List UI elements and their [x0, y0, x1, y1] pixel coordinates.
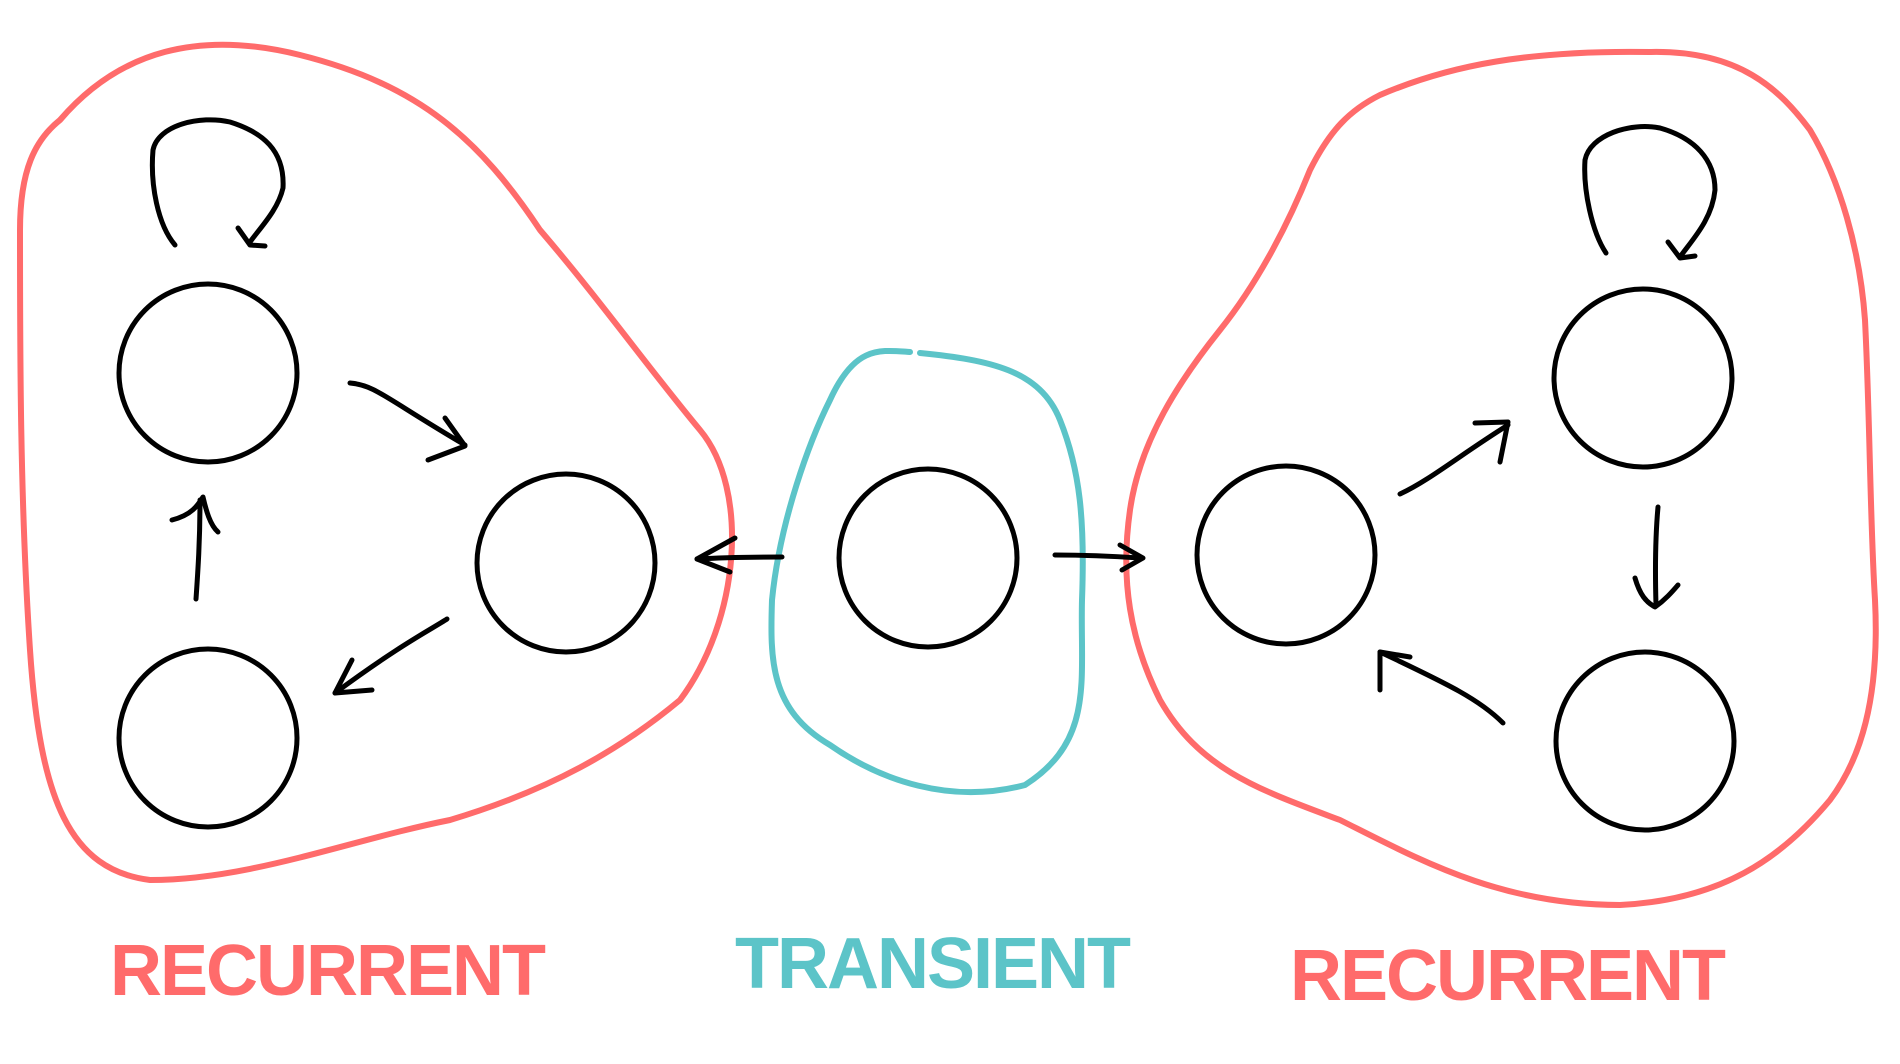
state-node-left-2 — [474, 471, 658, 655]
left-region-label: RECURRENT — [110, 931, 546, 1011]
state-node-right-3 — [1553, 649, 1737, 833]
center-transient-region-outline — [768, 347, 1086, 796]
state-node-transient — [836, 466, 1020, 650]
transition-arrow-right2-self-loop — [1582, 124, 1718, 261]
transition-arrow-left1-self-loop — [149, 117, 286, 249]
transition-arrow-left3-to-left1 — [169, 494, 221, 602]
state-node-left-3 — [116, 646, 300, 830]
left-recurrent-region-outline — [17, 41, 735, 883]
transition-arrow-right3-to-right1 — [1377, 649, 1506, 726]
right-region-label: RECURRENT — [1290, 936, 1726, 1016]
transition-arrow-right2-to-right3 — [1632, 504, 1681, 610]
transition-arrow-transient-to-right1 — [1052, 542, 1146, 573]
state-node-left-1 — [116, 281, 300, 465]
transition-arrow-right1-to-right2 — [1397, 419, 1511, 497]
transition-arrow-transient-to-left2 — [694, 535, 785, 575]
state-node-right-1 — [1194, 463, 1378, 647]
transition-arrow-left1-to-left2 — [347, 380, 468, 463]
transition-arrow-left2-to-left3 — [332, 616, 450, 696]
state-node-right-2 — [1551, 286, 1735, 470]
right-recurrent-region-outline — [1123, 48, 1879, 908]
center-region-label: TRANSIENT — [735, 924, 1131, 1004]
